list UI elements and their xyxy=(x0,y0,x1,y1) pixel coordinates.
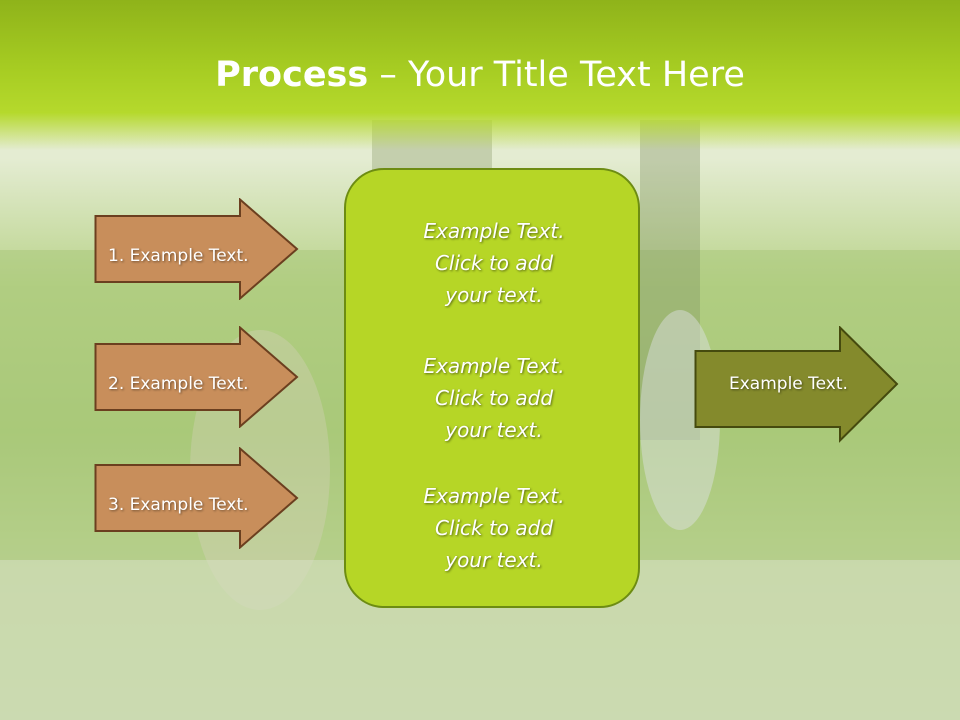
center-box: Example Text. Click to add your text. Ex… xyxy=(344,168,640,608)
center-block-3: Example Text. Click to add your text. xyxy=(346,480,642,576)
center-block-3-line3: your text. xyxy=(445,548,543,572)
center-block-2-line3: your text. xyxy=(445,418,543,442)
left-arrow-2 xyxy=(94,326,299,428)
center-block-1-line1: Example Text. xyxy=(423,219,565,243)
left-arrow-2-shape xyxy=(94,326,299,428)
left-arrow-2-label: 2. Example Text. xyxy=(108,374,249,394)
center-block-3-line2: Click to add xyxy=(434,516,554,540)
right-arrow-label: Example Text. xyxy=(729,374,848,394)
title-bold: Process xyxy=(215,55,369,95)
right-arrow-shape xyxy=(694,326,899,443)
page-title: Process – Your Title Text Here xyxy=(0,52,960,98)
left-arrow-3-label: 3. Example Text. xyxy=(108,495,249,515)
right-arrow xyxy=(694,326,899,443)
center-block-1-line2: Click to add xyxy=(434,251,554,275)
center-block-2: Example Text. Click to add your text. xyxy=(346,350,642,446)
center-block-1: Example Text. Click to add your text. xyxy=(346,215,642,311)
center-block-2-line2: Click to add xyxy=(434,386,554,410)
center-block-2-line1: Example Text. xyxy=(423,354,565,378)
left-arrow-1-label: 1. Example Text. xyxy=(108,246,249,266)
left-arrow-1 xyxy=(94,198,299,300)
left-arrow-3-shape xyxy=(94,447,299,549)
left-arrow-3 xyxy=(94,447,299,549)
tree-trunk-right xyxy=(640,120,700,440)
left-arrow-1-shape xyxy=(94,198,299,300)
center-block-1-line3: your text. xyxy=(445,283,543,307)
center-block-3-line1: Example Text. xyxy=(423,484,565,508)
title-band xyxy=(0,0,960,150)
title-rest: – Your Title Text Here xyxy=(368,55,745,95)
